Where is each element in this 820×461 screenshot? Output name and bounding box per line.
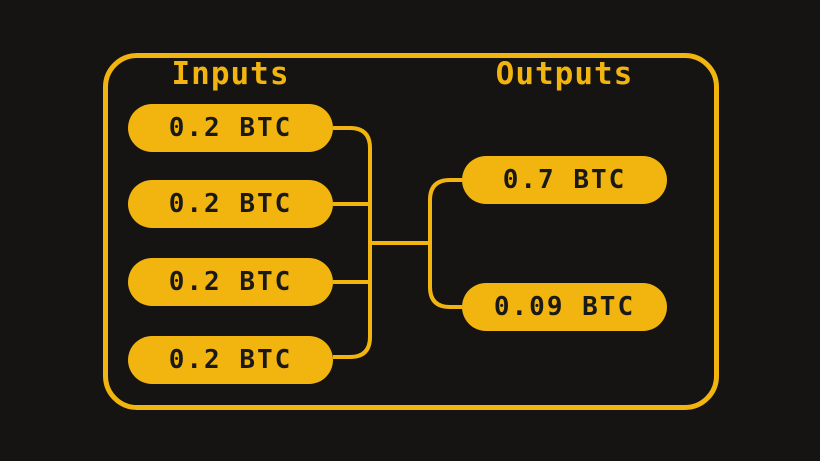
outputs-heading: Outputs	[495, 56, 634, 92]
output-pill: 0.7 BTC	[462, 156, 667, 204]
inputs-heading: Inputs	[171, 56, 290, 92]
input-pill: 0.2 BTC	[128, 258, 333, 306]
input-pill: 0.2 BTC	[128, 104, 333, 152]
input-pill: 0.2 BTC	[128, 336, 333, 384]
output-bracket-line	[428, 178, 462, 309]
output-pill: 0.09 BTC	[462, 283, 667, 331]
input-pill: 0.2 BTC	[128, 180, 333, 228]
input-bracket-line	[333, 126, 372, 359]
diagram-frame	[103, 53, 719, 410]
